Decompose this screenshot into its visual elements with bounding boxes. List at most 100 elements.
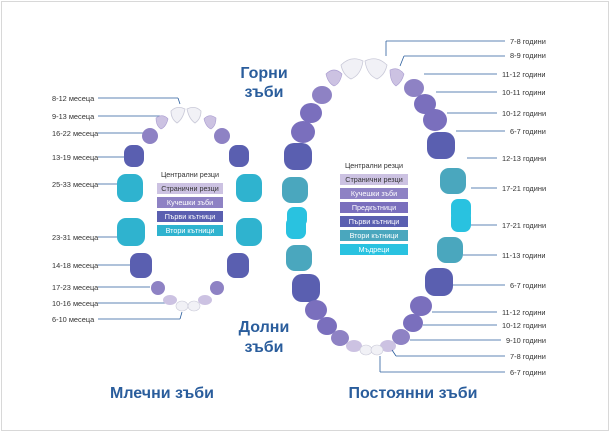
primary-lower-first-molar [130,253,152,278]
primary-upper-second-molar [236,174,262,202]
permanent-upper-premolar [414,94,436,114]
permanent-upper-second-molar [440,168,466,194]
permanent-upper-lateral-incisor [389,68,405,87]
legend-label: Кучешки зъби [351,189,397,198]
permanent-lower-canine [331,330,349,346]
permanent-upper-canine [312,86,332,104]
permanent-lower-premolar [410,296,432,316]
primary-eruption-labels: 8-12 месеца 9-13 месеца 16-22 месеца 13-… [52,94,183,324]
legend-swatch-canine [340,188,408,199]
permanent-label: 11-12 години [502,70,546,79]
permanent-upper-canine [404,79,424,97]
primary-lower-lateral-incisor [163,295,177,305]
primary-label: 17-23 месеца [52,283,99,292]
legend-label: Мъдреци [359,245,390,254]
permanent-legend: Централни резци Странични резци Кучешки … [340,160,408,255]
primary-lower-canine [151,281,165,295]
legend-label: Кучешки зъби [167,198,213,207]
primary-upper-central-incisor [186,107,202,124]
permanent-lower-premolar [317,317,337,335]
leader-line [179,311,183,320]
permanent-label: 6-7 години [510,368,546,377]
legend-swatch-first-molar [157,211,223,222]
legend-label: Втори кътници [350,231,399,240]
primary-label: 10-16 месеца [52,299,99,308]
permanent-label: 11-13 години [502,251,546,260]
upper-teeth-title-line2: зъби [245,84,284,101]
primary-label: 13-19 месеца [52,153,99,162]
leader-line [399,55,405,67]
legend-swatch-central [157,169,223,180]
permanent-lower-first-molar [292,274,320,302]
primary-lower-central-incisor [175,300,189,312]
permanent-lower-wisdom-tooth [286,217,306,239]
permanent-upper-arch [282,58,471,227]
primary-upper-first-molar [124,145,144,167]
primary-teeth-title: Млечни зъби [110,385,214,402]
permanent-lower-premolar [403,314,423,332]
primary-label: 23-31 месеца [52,233,99,242]
permanent-upper-central-incisor [364,58,388,80]
legend-swatch-first-molar [340,216,408,227]
permanent-upper-premolar [300,103,322,123]
legend-swatch-second-molar [340,230,408,241]
permanent-upper-second-molar [282,177,308,203]
permanent-upper-premolar [291,121,315,143]
legend-swatch-second-molar [157,225,223,236]
permanent-lower-lateral-incisor [346,340,362,352]
primary-lower-arch [117,218,262,312]
primary-upper-lateral-incisor [155,115,169,130]
permanent-label: 9-10 години [506,336,546,345]
legend-label: Централни резци [161,170,219,179]
permanent-lower-arch [286,210,471,356]
permanent-label: 10-11 години [502,88,546,97]
permanent-eruption-labels: 7-8 години 8-9 години 11-12 години 10-11… [379,37,546,377]
permanent-label: 6-7 години [510,127,546,136]
primary-lower-central-incisor [187,300,201,312]
lower-teeth-title-line2: зъби [245,339,284,356]
primary-upper-arch [117,107,262,202]
upper-teeth-title-line1: Горни [240,65,287,82]
permanent-label: 12-13 години [502,154,546,163]
primary-label: 9-13 месеца [52,112,95,121]
primary-label: 25-33 месеца [52,180,99,189]
legend-label: Първи кътници [349,217,400,226]
permanent-upper-lateral-incisor [325,69,343,87]
permanent-label: 11-12 години [502,308,546,317]
legend-swatch-wisdom [340,244,408,255]
legend-label: Първи кътници [165,212,216,221]
permanent-label: 17-21 години [502,221,546,230]
leader-line [177,97,181,105]
primary-lower-canine [210,281,224,295]
primary-upper-lateral-incisor [203,115,217,130]
permanent-teeth-title: Постоянни зъби [348,385,477,402]
primary-upper-central-incisor [170,107,186,124]
permanent-lower-premolar [305,300,327,320]
primary-lower-lateral-incisor [198,295,212,305]
legend-label: Втори кътници [166,226,215,235]
legend-swatch-central [340,160,408,171]
permanent-label: 6-7 години [510,281,546,290]
legend-label: Странични резци [345,175,402,184]
permanent-label: 8-9 години [510,51,546,60]
primary-label: 6-10 месеца [52,315,95,324]
legend-label: Странични резци [161,184,218,193]
primary-label: 8-12 месеца [52,94,95,103]
permanent-lower-central-incisor [370,344,384,356]
legend-swatch-lateral [340,174,408,185]
permanent-lower-wisdom-tooth [451,210,471,232]
legend-label: Предкътници [352,203,396,212]
legend-label: Централни резци [345,161,403,170]
leader-line [391,349,397,357]
permanent-lower-first-molar [425,268,453,296]
primary-upper-canine [142,128,158,144]
primary-lower-second-molar [236,218,262,246]
permanent-upper-first-molar [284,143,312,170]
permanent-upper-premolar [423,109,447,131]
permanent-upper-central-incisor [340,58,364,80]
primary-label: 14-18 месеца [52,261,99,270]
permanent-label: 7-8 години [510,352,546,361]
permanent-label: 10-12 години [502,109,546,118]
